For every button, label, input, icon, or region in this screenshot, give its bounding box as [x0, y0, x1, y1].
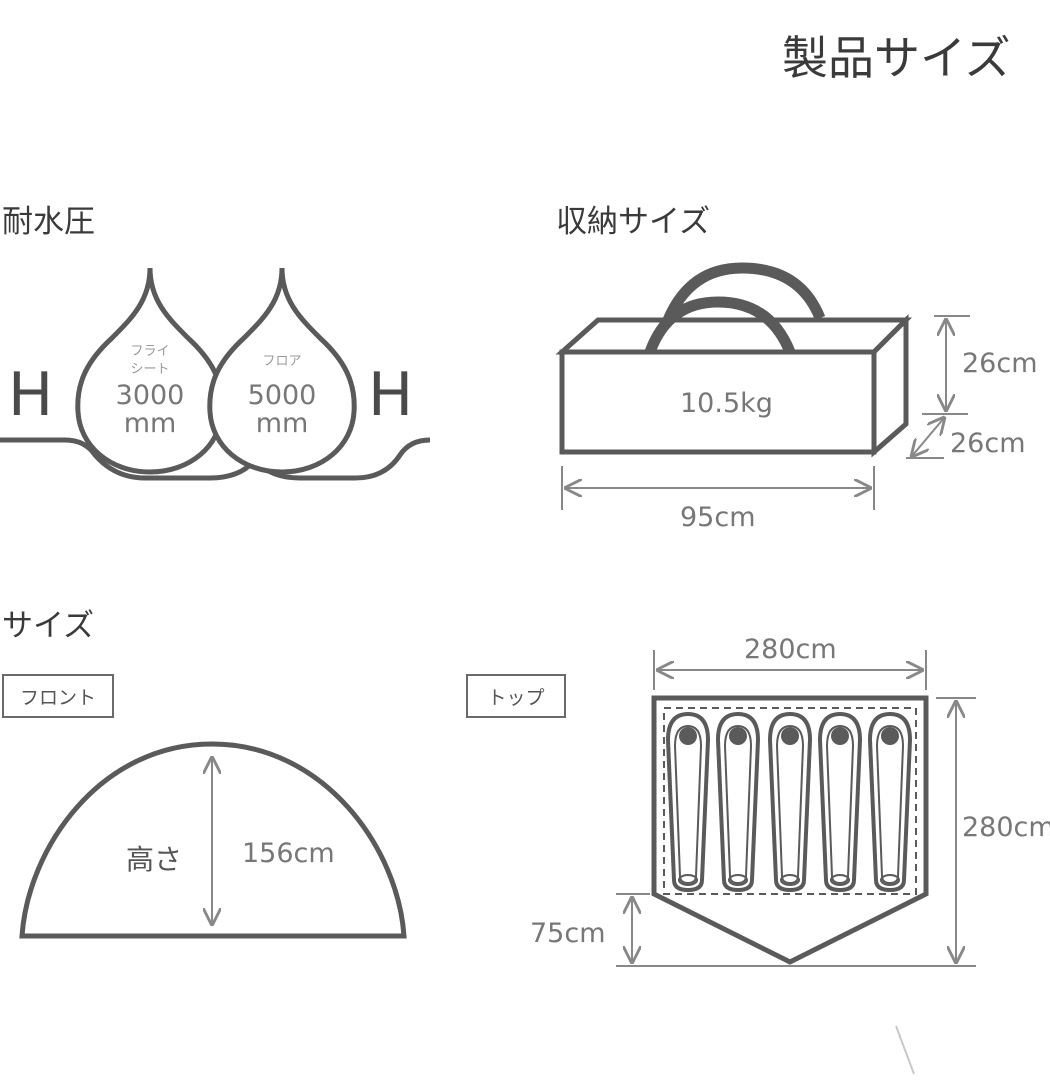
floor-drop: [207, 267, 357, 475]
fly-label-1: フライ: [130, 344, 170, 359]
page-title: 製品サイズ: [782, 31, 1011, 85]
inner-tent: [663, 707, 917, 895]
floor-value: 5000: [247, 380, 317, 411]
top-view-diagram: [616, 650, 976, 967]
top-width-dim: 280cm: [744, 634, 837, 665]
fly-unit: mm: [123, 408, 177, 439]
bag-handle-back: [662, 262, 826, 323]
front-view-diagram: [19, 741, 407, 939]
corner-mark: [895, 1025, 915, 1075]
bag-depth-dim: 26cm: [950, 428, 1026, 459]
front-view-label: フロント: [2, 674, 114, 718]
top-length-dim: 280cm: [962, 812, 1050, 843]
bag-top: [555, 317, 913, 355]
bag-weight: 10.5kg: [680, 388, 773, 419]
height-label: 高さ: [126, 843, 183, 876]
h-right-letter: H: [368, 360, 414, 430]
storage-size-heading: 収納サイズ: [556, 204, 711, 240]
floor-unit: mm: [255, 408, 309, 439]
fly-value: 3000: [115, 380, 185, 411]
storage-bag-diagram: [555, 262, 970, 510]
top-view-label: トップ: [466, 674, 566, 718]
ground-line: [0, 437, 431, 481]
floor-label: フロア: [262, 354, 302, 369]
water-pressure-heading: 耐水圧: [2, 204, 95, 240]
fly-label-2: シート: [130, 362, 170, 377]
height-value: 156cm: [242, 838, 335, 869]
bag-width-dim: 95cm: [680, 502, 756, 533]
bag-front: [559, 349, 877, 455]
fly-sheet-drop: [75, 267, 225, 475]
vestibule-dim: 75cm: [530, 918, 606, 949]
water-pressure-diagram: [0, 267, 431, 481]
h-left-letter: H: [8, 360, 54, 430]
bag-height-dim: 26cm: [962, 348, 1038, 379]
size-heading: サイズ: [2, 608, 95, 644]
bag-handle-front: [644, 296, 796, 355]
sleeping-bags: [665, 711, 913, 893]
